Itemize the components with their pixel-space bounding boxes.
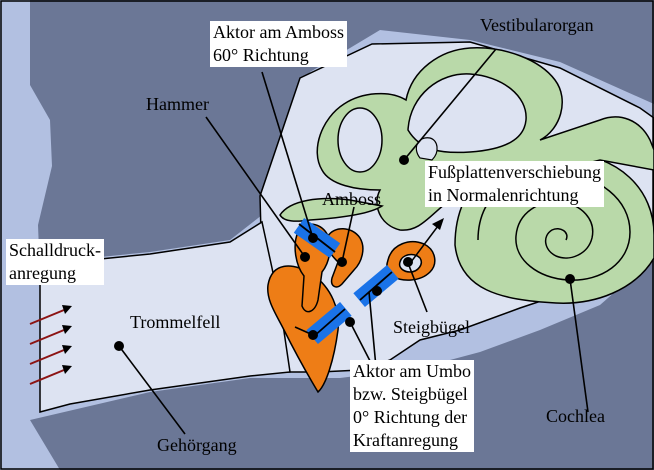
label-aktor-amboss: Aktor am Amboss 60° Richtung [210,21,347,67]
label-schalldruck-line1: Schalldruck- [9,239,101,262]
label-vestibularorgan: Vestibularorgan [480,14,594,37]
label-aktor-umbo-line2: bzw. Steigbügel [353,383,471,406]
label-schalldruck: Schalldruck- anregung [6,239,104,285]
label-fussplatten-line1: Fußplattenverschiebung [428,161,601,184]
label-gehoergang: Gehörgang [157,434,237,457]
label-aktor-amboss-line2: 60° Richtung [213,44,344,67]
label-aktor-amboss-line1: Aktor am Amboss [213,21,344,44]
label-trommelfell: Trommelfell [130,311,220,334]
label-aktor-umbo: Aktor am Umbo bzw. Steigbügel 0° Richtun… [350,360,474,452]
label-fussplatten-line2: in Normalenrichtung [428,184,601,207]
label-fussplatten: Fußplattenverschiebung in Normalenrichtu… [425,161,604,207]
label-cochlea: Cochlea [546,405,605,428]
label-amboss: Amboss [322,188,381,211]
label-aktor-umbo-line4: Kraftanregung [353,429,471,452]
label-aktor-umbo-line1: Aktor am Umbo [353,360,471,383]
label-schalldruck-line2: anregung [9,262,101,285]
label-steigbuegel: Steigbügel [393,316,470,339]
label-aktor-umbo-line3: 0° Richtung der [353,406,471,429]
label-hammer: Hammer [146,93,209,116]
